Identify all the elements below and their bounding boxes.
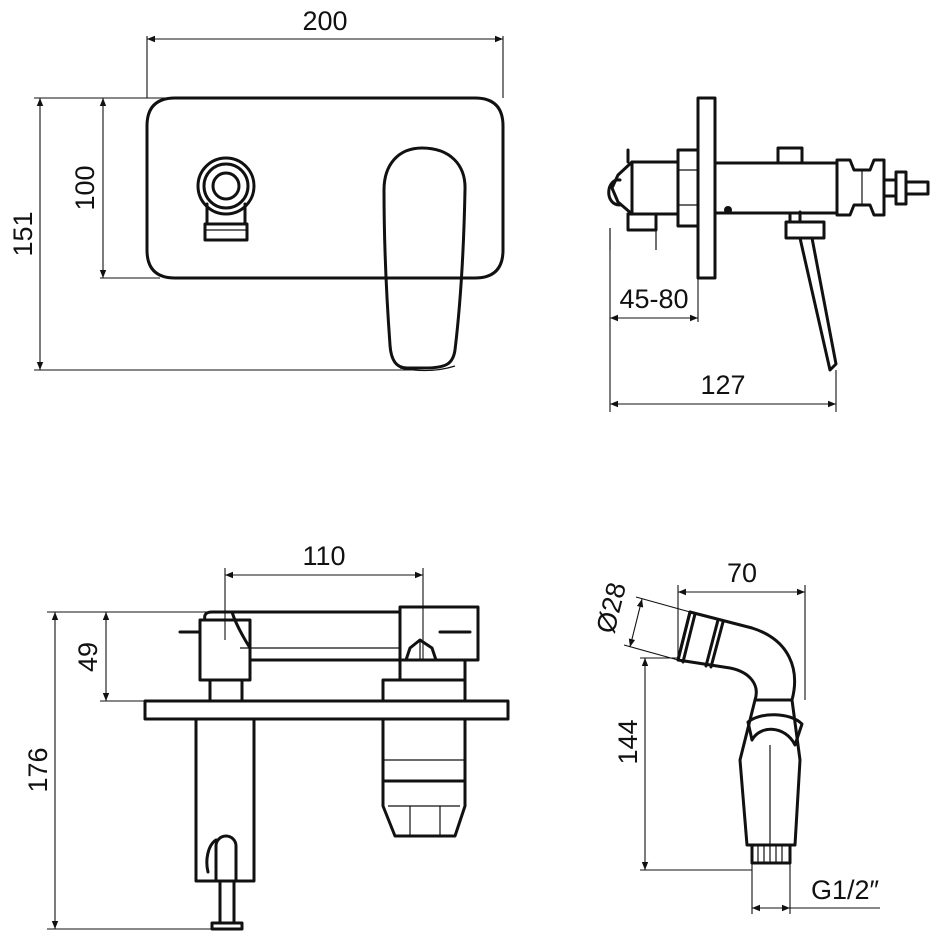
side-view: 45-80 127 xyxy=(607,96,930,412)
diverter-knob-inner xyxy=(211,171,241,201)
dim-thread: G1/2″ xyxy=(811,875,880,905)
side-wall-plate xyxy=(696,96,717,280)
cover-plate xyxy=(145,96,505,280)
dim-width: 200 xyxy=(302,6,347,36)
side-lever xyxy=(798,236,838,372)
holder-column xyxy=(194,717,256,883)
top-plate-edge xyxy=(143,699,510,721)
holder-hook xyxy=(214,834,238,883)
top-cartridge xyxy=(381,717,467,783)
shower-thread xyxy=(750,843,792,865)
dim-plate-height: 100 xyxy=(70,165,100,210)
dim-projection: 127 xyxy=(700,370,745,400)
shower-head xyxy=(676,610,797,702)
dim-diameter: Ø28 xyxy=(591,579,632,636)
dim-total-height: 151 xyxy=(8,211,38,256)
dim-offset: 49 xyxy=(73,642,103,672)
diverter-knob-outer xyxy=(196,156,256,216)
dim-spacing: 110 xyxy=(302,541,345,571)
top-bridge-pipe xyxy=(230,610,402,662)
top-view: 110 49 176 xyxy=(23,541,510,931)
dim-height: 144 xyxy=(613,719,643,764)
dim-length: 70 xyxy=(727,558,757,588)
dim-wall-depth: 45-80 xyxy=(619,284,688,314)
dim-total-depth: 176 xyxy=(23,747,53,792)
shower-handle xyxy=(738,698,802,847)
hand-shower-view: 70 Ø28 144 G1/2″ xyxy=(591,558,880,914)
lever-handle xyxy=(382,146,467,370)
front-view: 200 151 100 xyxy=(8,6,505,372)
diverter-knob-mid xyxy=(202,162,250,210)
side-cartridge-body xyxy=(713,161,839,215)
